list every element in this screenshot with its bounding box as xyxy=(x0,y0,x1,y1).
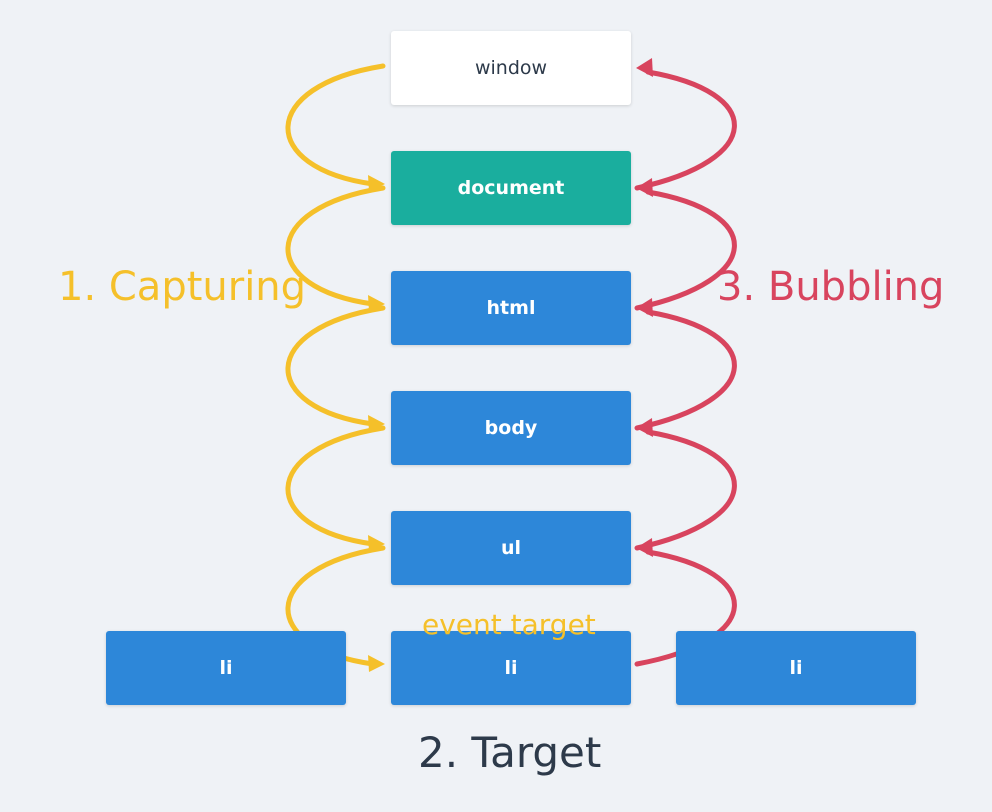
capturing-arrowhead xyxy=(368,415,385,432)
bubbling-phase-label: 3. Bubbling xyxy=(717,264,945,310)
document-node-label: document xyxy=(457,177,565,199)
target-phase-label: 2. Target xyxy=(418,728,602,777)
ul-node: ul xyxy=(391,511,631,585)
bubbling-arrowhead xyxy=(636,178,653,197)
li-center-node: li xyxy=(391,631,631,705)
body-node-label: body xyxy=(484,417,538,439)
html-node-label: html xyxy=(486,297,536,319)
ul-node-label: ul xyxy=(500,537,522,559)
capturing-arrowhead xyxy=(368,175,385,192)
bubbling-arrowhead xyxy=(636,418,653,437)
body-node: body xyxy=(391,391,631,465)
capturing-phase-label: 1. Capturing xyxy=(58,264,307,310)
bubbling-arrowhead xyxy=(636,538,653,557)
window-node-label: window xyxy=(474,57,548,79)
li-right-node-label: li xyxy=(789,657,803,679)
event-target-label: event target xyxy=(422,608,596,641)
bubbling-arrow-path xyxy=(634,69,737,667)
li-left-node: li xyxy=(106,631,346,705)
window-node: window xyxy=(391,31,631,105)
html-node: html xyxy=(391,271,631,345)
capturing-arrowhead xyxy=(368,535,385,552)
capturing-arrowhead xyxy=(368,655,385,672)
li-left-node-label: li xyxy=(219,657,233,679)
bubbling-arrowhead xyxy=(636,58,653,77)
li-center-node-label: li xyxy=(504,657,518,679)
capturing-arrowhead xyxy=(368,295,385,312)
li-right-node: li xyxy=(676,631,916,705)
document-node: document xyxy=(391,151,631,225)
capturing-arrow-path xyxy=(285,63,386,667)
bubbling-arrowhead xyxy=(636,298,653,317)
